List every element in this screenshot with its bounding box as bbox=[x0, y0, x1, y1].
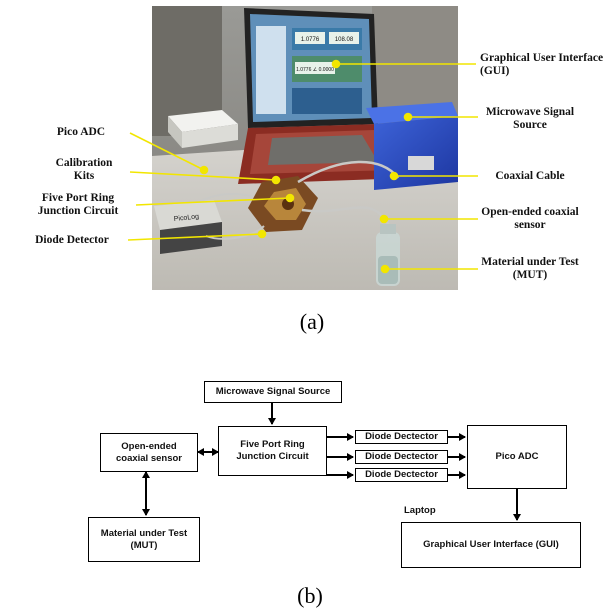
label-laptop: Laptop bbox=[404, 505, 436, 516]
leader-mut-dot bbox=[380, 264, 390, 274]
leader-signal-source-dot bbox=[403, 112, 413, 122]
screen-value-3: 1.0776 ∠ 0.0000 bbox=[296, 67, 334, 73]
setup-photo-illustration: 1.0776 108.08 1.0776 ∠ 0.0000 PicoLog bbox=[152, 6, 458, 290]
label-pico-adc: Pico ADC bbox=[56, 126, 106, 138]
label-coax-cable: Coaxial Cable bbox=[495, 170, 565, 182]
label-diode-detector: Diode Detector bbox=[35, 234, 109, 246]
label-ring-junction: Five Port Ring Junction Circuit bbox=[37, 192, 119, 217]
leader-gui-dot bbox=[331, 59, 341, 69]
node-diode-2: Diode Dectector bbox=[355, 450, 448, 464]
node-sensor: Open-ended coaxial sensor bbox=[100, 433, 198, 472]
caption-a: (a) bbox=[299, 309, 325, 334]
leader-calibration-dot bbox=[271, 175, 281, 185]
leader-diode bbox=[127, 233, 263, 241]
node-gui: Graphical User Interface (GUI) bbox=[401, 522, 581, 568]
setup-photo: 1.0776 108.08 1.0776 ∠ 0.0000 PicoLog bbox=[152, 6, 458, 290]
leader-calibration bbox=[129, 171, 277, 181]
label-sensor: Open-ended coaxial sensor bbox=[481, 206, 579, 231]
leader-diode-dot bbox=[257, 229, 267, 239]
leader-sensor-dot bbox=[379, 214, 389, 224]
picolog-text: PicoLog bbox=[173, 213, 199, 223]
node-diode-3: Diode Dectector bbox=[355, 468, 448, 482]
label-signal-source: Microwave Signal Source bbox=[485, 106, 575, 131]
node-pico-adc: Pico ADC bbox=[467, 425, 567, 489]
leader-pico-adc bbox=[129, 132, 205, 171]
node-ring-junction: Five Port Ring Junction Circuit bbox=[218, 426, 327, 476]
leader-ring-junction-dot bbox=[285, 193, 295, 203]
node-signal-source: Microwave Signal Source bbox=[204, 381, 342, 403]
label-mut: Material under Test (MUT) bbox=[481, 256, 579, 281]
label-gui: Graphical User Interface (GUI) bbox=[480, 52, 604, 77]
screen-value-1: 1.0776 bbox=[301, 37, 320, 43]
leader-ring-junction bbox=[135, 197, 291, 206]
label-calibration-kits: Calibration Kits bbox=[55, 157, 113, 182]
screen-value-2: 108.08 bbox=[335, 37, 354, 43]
caption-b: (b) bbox=[297, 583, 323, 608]
leader-coax-dot bbox=[389, 171, 399, 181]
node-diode-1: Diode Dectector bbox=[355, 430, 448, 444]
leader-pico-adc-dot bbox=[199, 165, 209, 175]
node-mut: Material under Test (MUT) bbox=[88, 517, 200, 562]
